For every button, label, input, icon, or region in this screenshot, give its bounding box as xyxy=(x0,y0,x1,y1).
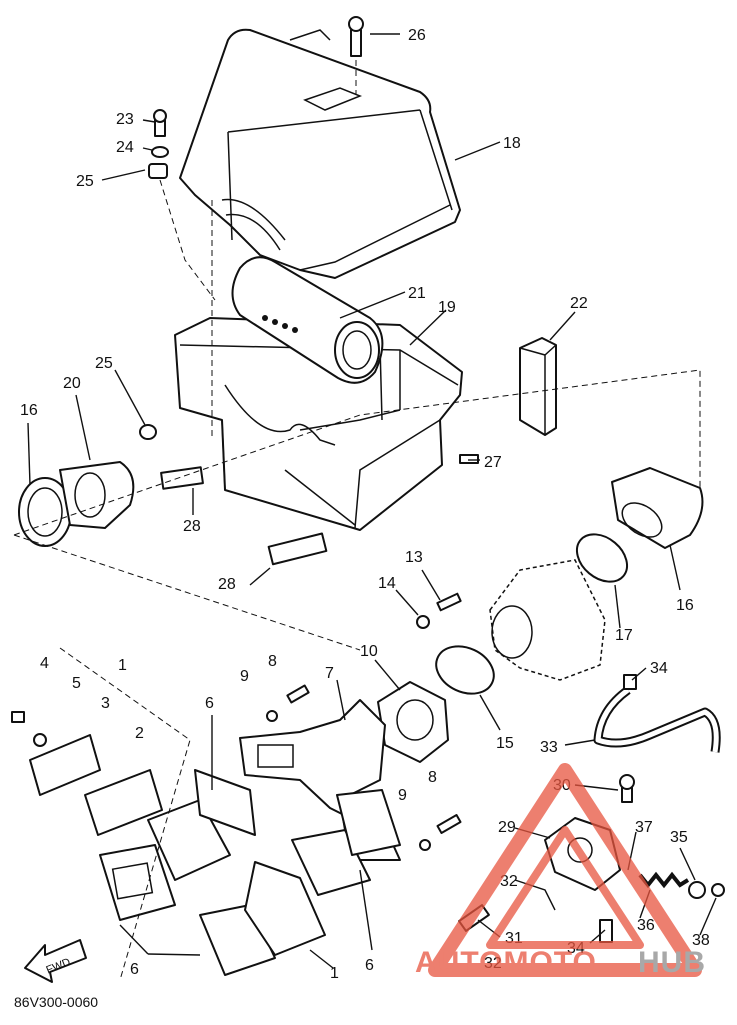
callout-37: 37 xyxy=(635,819,653,836)
callout-6b: 6 xyxy=(130,961,139,978)
watermark-text-b: HUB xyxy=(638,946,706,979)
callout-33: 33 xyxy=(540,739,558,756)
pipe-34 xyxy=(599,919,613,943)
callout-1b: 1 xyxy=(330,965,339,982)
callout-28a: 28 xyxy=(183,518,201,535)
callout-16: 16 xyxy=(20,402,38,419)
callout-6a: 6 xyxy=(205,695,214,712)
watermark-text-a: AUTOMOTO xyxy=(415,946,597,979)
callout-34a: 34 xyxy=(650,660,668,677)
front-direction-marker: FWD xyxy=(24,939,87,983)
callout-3: 3 xyxy=(101,695,110,712)
carburetor-outline xyxy=(489,559,606,681)
callout-22: 23 xyxy=(116,111,134,128)
callout-10: 10 xyxy=(360,643,378,660)
spring-36 xyxy=(638,871,690,889)
callout-18: 19 xyxy=(438,299,456,316)
callout-12: 14 xyxy=(378,575,396,592)
callout-5: 5 xyxy=(72,675,81,692)
part-38 xyxy=(711,883,725,897)
callout-27: 26 xyxy=(408,27,426,44)
callout-9a: 9 xyxy=(240,668,249,685)
filter-element xyxy=(519,337,557,436)
callout-32a: 32 xyxy=(500,873,518,890)
callout-38: 38 xyxy=(692,932,710,949)
carb-joint-14 xyxy=(611,467,704,549)
part-35 xyxy=(688,881,706,899)
callout-28b: 28 xyxy=(218,576,236,593)
callout-1a: 1 xyxy=(118,657,127,674)
air-joint-left xyxy=(18,461,135,547)
callout-26: 27 xyxy=(484,454,502,471)
block-28b xyxy=(267,532,328,566)
callout-11: 13 xyxy=(405,549,423,566)
callout-17: 18 xyxy=(503,135,521,152)
callout-6c: 6 xyxy=(365,957,374,974)
callout-2: 2 xyxy=(135,725,144,742)
callout-4: 4 xyxy=(40,655,49,672)
callout-9b: 9 xyxy=(398,787,407,804)
callout-7: 7 xyxy=(325,665,334,682)
fasteners xyxy=(11,16,637,851)
block-28a xyxy=(160,466,204,490)
callout-15: 17 xyxy=(615,627,633,644)
reed-valve-group xyxy=(29,734,401,976)
intake-duct xyxy=(231,256,384,384)
callout-29: 29 xyxy=(498,819,516,836)
airbox-base xyxy=(174,317,463,531)
callout-8b: 8 xyxy=(428,769,437,786)
assembly-lines xyxy=(13,60,701,981)
callout-19: 20 xyxy=(63,375,81,392)
clamp-13 xyxy=(435,645,495,695)
drawing-code: 86V300-0060 xyxy=(14,994,98,1010)
callout-36: 36 xyxy=(637,917,655,934)
callout-35: 35 xyxy=(670,829,688,846)
callout-21: 22 xyxy=(570,295,588,312)
watermark-triangle xyxy=(428,763,702,977)
callout-8a: 8 xyxy=(268,653,277,670)
airbox-lid xyxy=(179,28,461,279)
watermark-logo: AUTOMOTO HUB xyxy=(415,763,706,979)
callout-13: 15 xyxy=(496,735,514,752)
callout-23: 24 xyxy=(116,139,134,156)
callout-25: 25 xyxy=(95,355,113,372)
clamp-15 xyxy=(575,533,629,583)
callout-14: 16 xyxy=(676,597,694,614)
callout-24: 25 xyxy=(76,173,94,190)
manifold-10 xyxy=(377,681,449,763)
callout-20: 21 xyxy=(408,285,426,302)
